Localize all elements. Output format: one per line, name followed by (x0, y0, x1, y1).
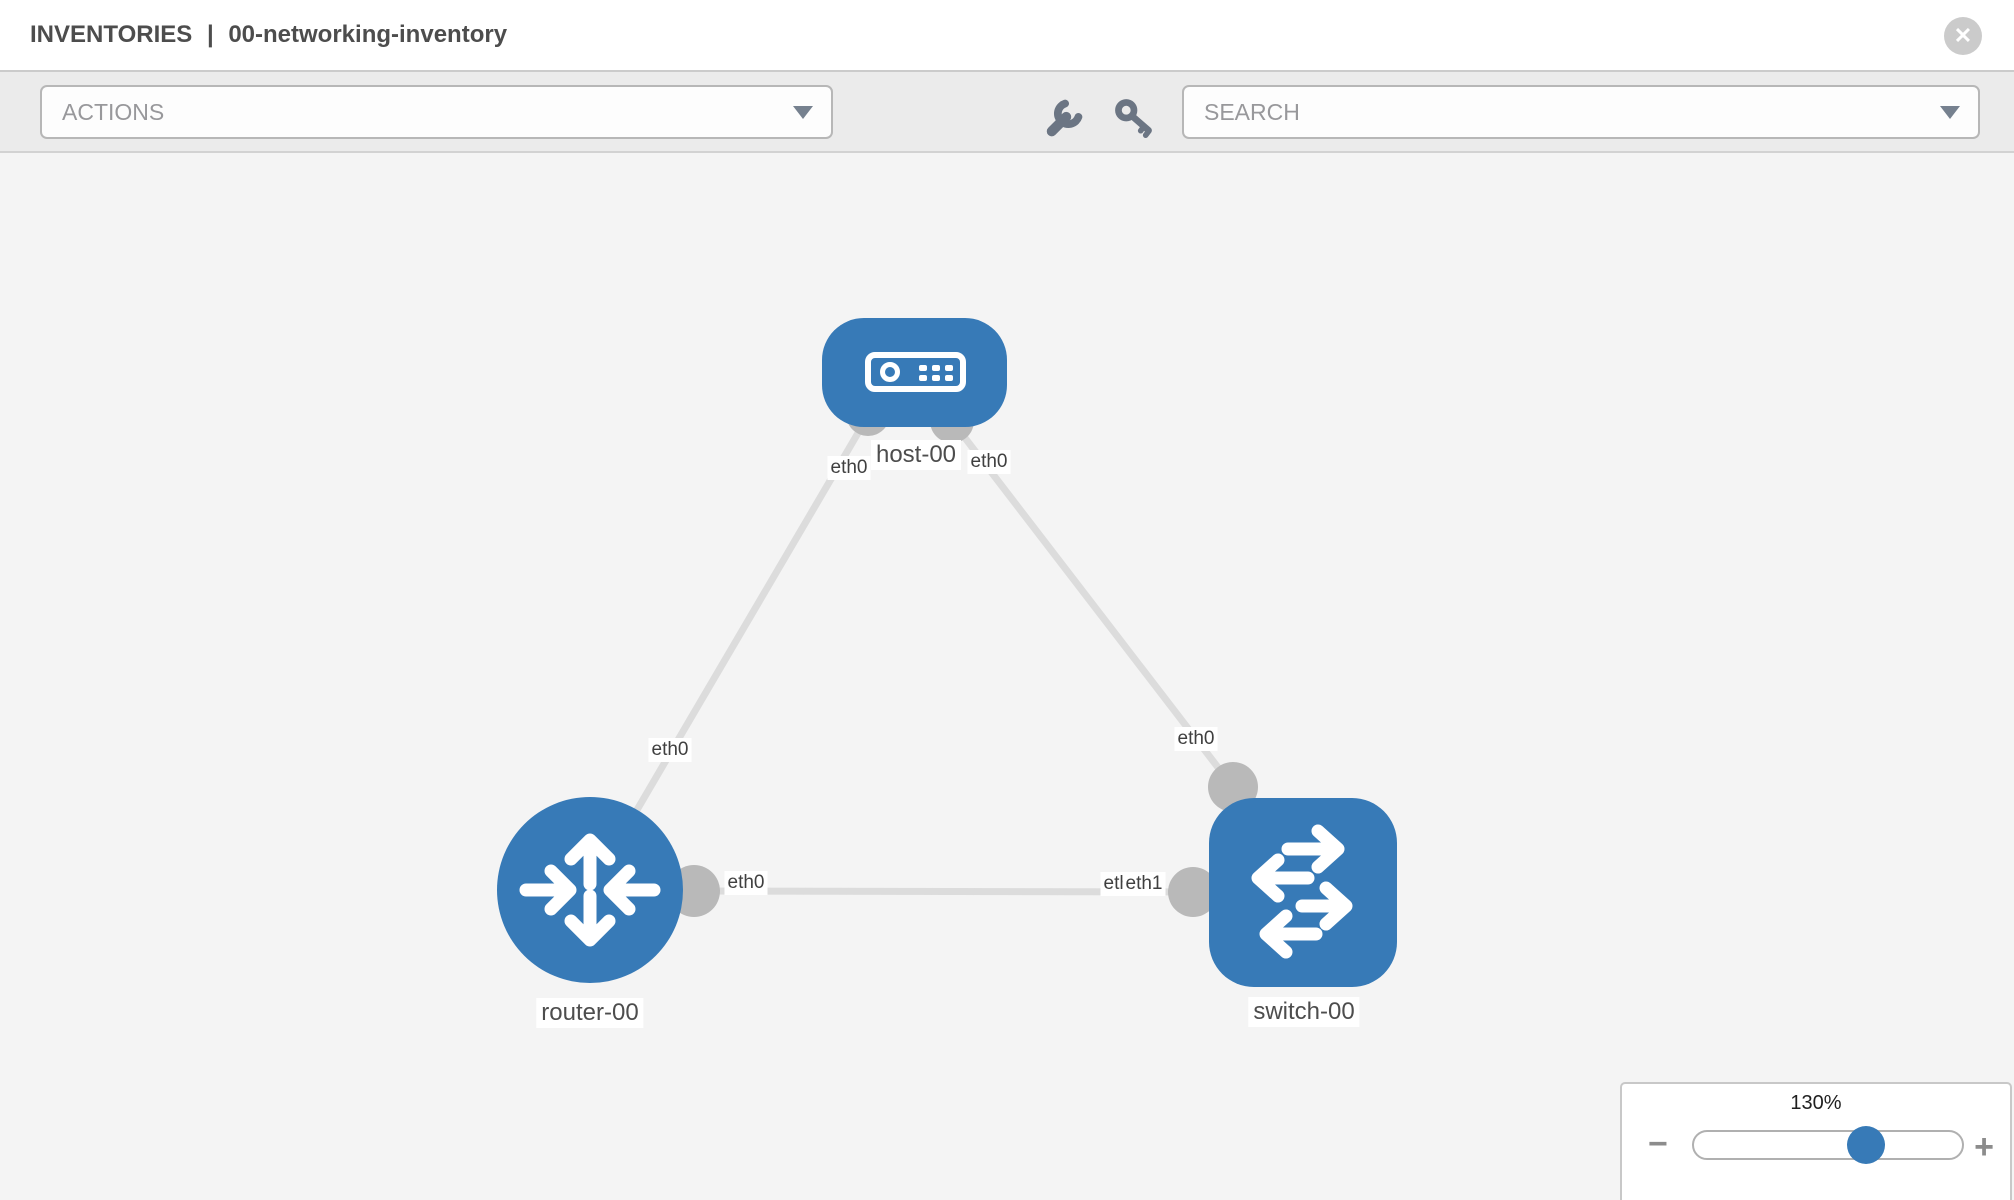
wrench-icon (1046, 99, 1083, 137)
connector-switch-eth1 (1168, 867, 1218, 917)
page-title: INVENTORIES | 00-networking-inventory (30, 21, 515, 49)
caret-down-icon (793, 106, 813, 119)
key-button[interactable] (1112, 96, 1156, 140)
breadcrumb: INVENTORIES (30, 21, 193, 48)
host-icon (865, 352, 966, 392)
node-label-switch: switch-00 (1248, 997, 1360, 1027)
if-label-router-to-switch: eth0 (724, 871, 768, 895)
tools-button[interactable] (1042, 96, 1086, 140)
zoom-out-button[interactable]: − (1648, 1125, 1668, 1163)
toolbar: ACTIONS SEARCH (0, 72, 2014, 153)
key-icon (1115, 99, 1152, 138)
close-icon: ✕ (1953, 23, 1973, 48)
router-icon (519, 833, 661, 947)
switch-icon (1251, 824, 1353, 959)
zoom-level: 130% (1790, 1092, 1842, 1114)
title-separator: | (206, 21, 214, 48)
zoom-panel: 130% − + (1620, 1082, 2012, 1200)
links-group (586, 414, 1236, 896)
search-dropdown-label: SEARCH (1204, 98, 1300, 125)
if-label-host-to-switch: eth0 (967, 450, 1011, 474)
actions-dropdown[interactable]: ACTIONS (40, 85, 833, 139)
search-dropdown[interactable]: SEARCH (1182, 85, 1980, 139)
caret-down-icon (1940, 106, 1960, 119)
if-label-switch-to-host: eth0 (1174, 727, 1218, 751)
link-host-switch (949, 418, 1236, 790)
node-router[interactable] (497, 797, 683, 983)
if-label-host-to-router: eth0 (827, 456, 871, 480)
actions-dropdown-label: ACTIONS (62, 98, 165, 125)
inventory-name: 00-networking-inventory (228, 21, 508, 48)
if-label-switch-to-router: eth1 (1122, 872, 1166, 896)
zoom-slider-thumb[interactable] (1847, 1126, 1885, 1164)
if-label-router-to-host: eth0 (648, 738, 692, 762)
node-label-host: host-00 (870, 440, 962, 470)
close-button[interactable]: ✕ (1944, 17, 1982, 55)
node-host[interactable] (822, 318, 1007, 427)
node-label-router: router-00 (536, 998, 644, 1028)
zoom-in-button[interactable]: + (1974, 1128, 1994, 1166)
header: INVENTORIES | 00-networking-inventory ✕ (0, 0, 2014, 72)
node-switch[interactable] (1209, 798, 1397, 987)
zoom-slider-track[interactable] (1692, 1126, 1964, 1164)
interface-connectors (668, 392, 1258, 917)
